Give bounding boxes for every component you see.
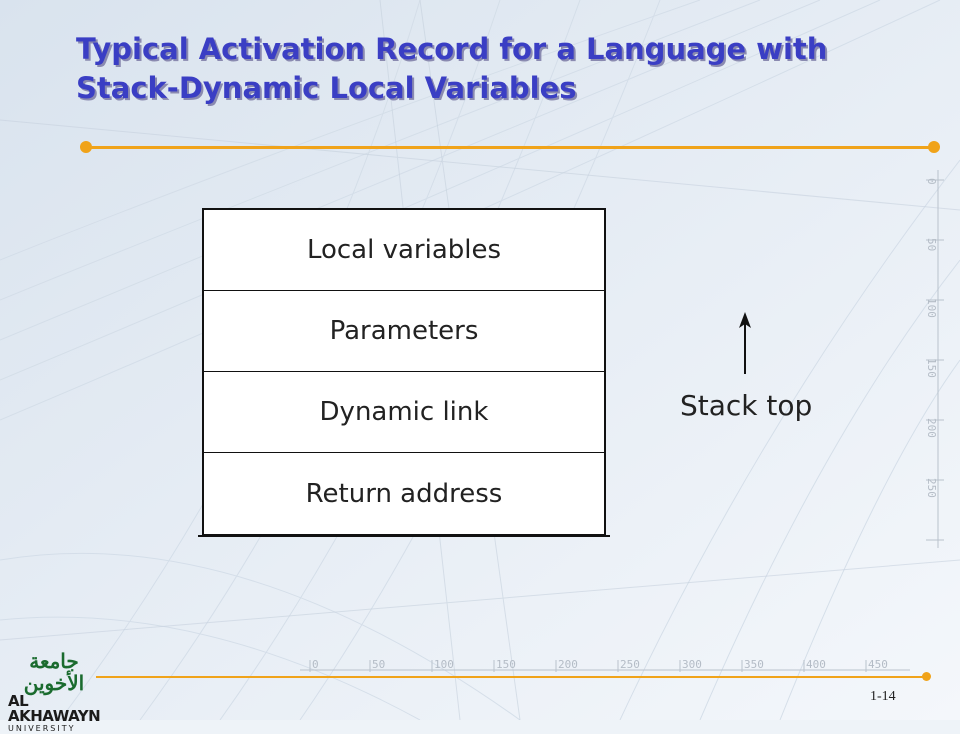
record-cell-local-variables: Local variables bbox=[204, 210, 604, 291]
ruler-tick-label: 250 bbox=[620, 658, 640, 671]
ruler-tick-label: 350 bbox=[744, 658, 764, 671]
ruler-tick-label: 150 bbox=[496, 658, 516, 671]
slide-title: Typical Activation Record for a Language… bbox=[76, 30, 936, 108]
logo-university-text: UNIVERSITY bbox=[8, 724, 76, 733]
record-cell-parameters: Parameters bbox=[204, 291, 604, 372]
ruler-tick-label: 50 bbox=[372, 658, 385, 671]
ruler-tick-label: 300 bbox=[682, 658, 702, 671]
ruler-tick-label: 450 bbox=[868, 658, 888, 671]
ruler-vertical-label: 100 bbox=[925, 298, 938, 318]
vertical-ruler bbox=[926, 170, 944, 548]
ruler-tick-label: 100 bbox=[434, 658, 454, 671]
ruler-tick-label: 400 bbox=[806, 658, 826, 671]
slide-title-line-1: Typical Activation Record for a Language… bbox=[76, 32, 828, 66]
ruler-vertical-label: 0 bbox=[925, 178, 938, 185]
up-arrow-icon bbox=[739, 312, 751, 374]
footer-divider bbox=[96, 676, 930, 678]
record-cell-dynamic-link: Dynamic link bbox=[204, 372, 604, 453]
ruler-vertical-label: 200 bbox=[925, 418, 938, 438]
slide-title-line-2: Stack-Dynamic Local Variables bbox=[76, 71, 577, 105]
footer-rule-dot bbox=[922, 672, 931, 681]
record-cell-return-address: Return address bbox=[305, 478, 503, 509]
ruler-tick-label: 0 bbox=[312, 658, 319, 671]
ruler-tick-label: 200 bbox=[558, 658, 578, 671]
stack-top-label: Stack top bbox=[680, 389, 813, 422]
title-divider bbox=[86, 146, 934, 149]
ruler-vertical-label: 250 bbox=[925, 478, 938, 498]
rule-right-dot bbox=[928, 141, 940, 153]
activation-record-diagram: Local variables Parameters Dynamic link … bbox=[202, 208, 606, 536]
horizontal-ruler bbox=[300, 660, 910, 672]
page-number: 1-14 bbox=[870, 689, 896, 704]
ruler-vertical-label: 50 bbox=[925, 238, 938, 251]
university-logo: جامعة الأخوين AL AKHAWAYN UNIVERSITY bbox=[8, 649, 101, 734]
record-base-line bbox=[198, 535, 610, 537]
logo-arabic-text: جامعة الأخوين bbox=[23, 649, 85, 695]
ruler-vertical-label: 150 bbox=[925, 358, 938, 378]
